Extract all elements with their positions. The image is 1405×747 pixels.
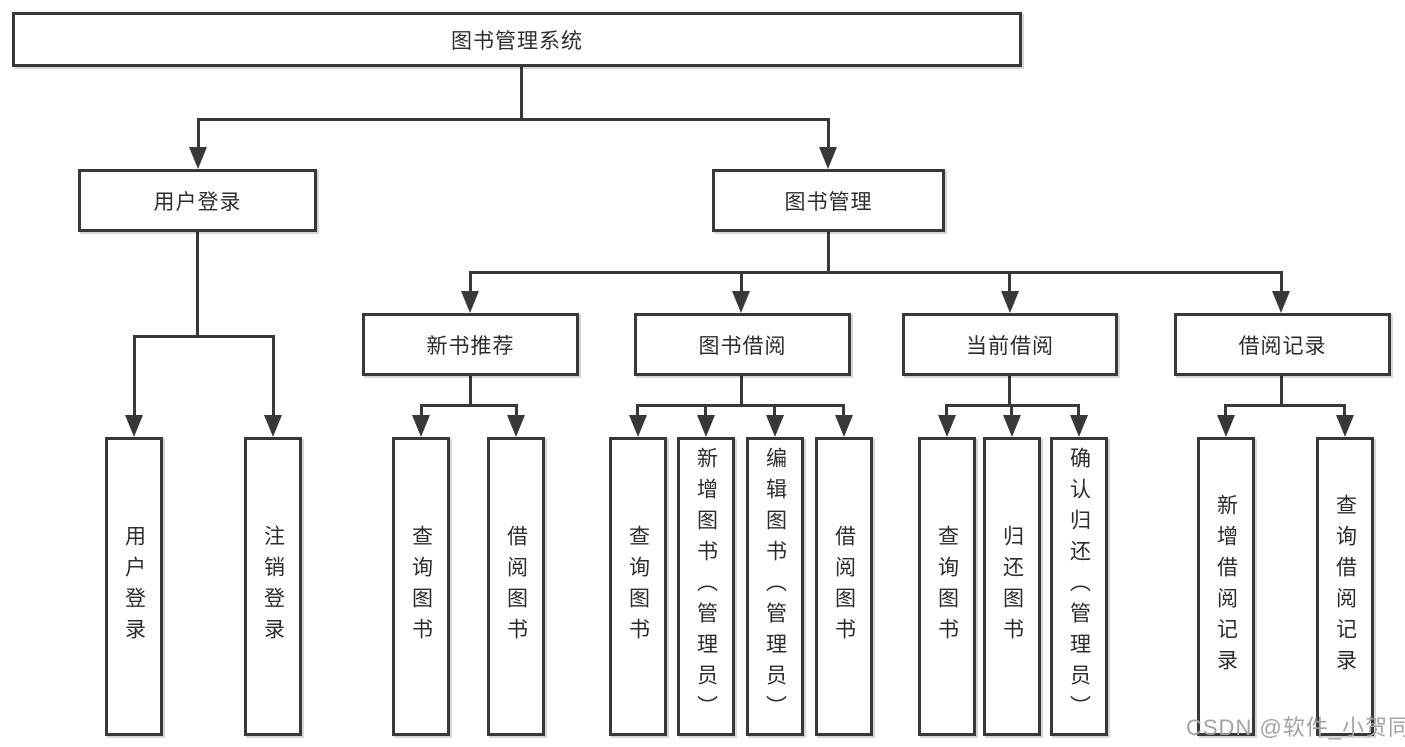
connector-stem [420, 404, 423, 417]
arrow-down-icon [697, 415, 715, 437]
arrow-down-icon [819, 147, 837, 169]
connector-stem [133, 335, 136, 418]
arrow-down-icon [1217, 415, 1235, 437]
arrow-down-icon [1070, 415, 1088, 437]
arrow-down-icon [629, 415, 647, 437]
arrow-down-icon [938, 415, 956, 437]
leaf-record-add: 新增借阅记录 [1197, 437, 1255, 736]
connector-stem [704, 404, 707, 417]
leaf-borrow-query: 查询图书 [609, 437, 667, 736]
arrow-down-icon [507, 415, 525, 437]
node-new-book: 新书推荐 [362, 313, 579, 376]
connector-new-book-stem [469, 374, 472, 406]
connector-stem [740, 271, 743, 293]
connector-book-borrow-stem [740, 374, 743, 406]
connector-level2-branch [197, 118, 830, 121]
connector-borrow-record-branch [1224, 404, 1346, 407]
connector-stem [773, 404, 776, 417]
arrow-down-icon [189, 147, 207, 169]
node-book-borrow: 图书借阅 [634, 313, 851, 376]
connector-stem [515, 404, 518, 417]
leaf-borrow-do: 借阅图书 [815, 437, 873, 736]
connector-new-book-branch [420, 404, 517, 407]
arrow-down-icon [264, 415, 282, 437]
leaf-record-query: 查询借阅记录 [1316, 437, 1374, 736]
connector-current-borrow-stem [1008, 374, 1011, 406]
connector-stem [1343, 404, 1346, 417]
arrow-down-icon [1336, 415, 1354, 437]
leaf-current-return: 归还图书 [983, 437, 1041, 736]
arrow-down-icon [412, 415, 430, 437]
connector-stem [636, 404, 639, 417]
node-root: 图书管理系统 [12, 12, 1022, 67]
connector-stem [827, 118, 830, 149]
leaf-current-confirm: 确认归还（管理员） [1050, 437, 1108, 736]
node-book-mgmt: 图书管理 [712, 169, 945, 232]
arrow-down-icon [835, 415, 853, 437]
connector-root-stem [520, 65, 523, 120]
arrow-down-icon [461, 291, 479, 313]
connector-stem [1224, 404, 1227, 417]
connector-borrow-record-stem [1280, 374, 1283, 406]
leaf-newbook-borrow: 借阅图书 [487, 437, 545, 736]
leaf-current-query: 查询图书 [918, 437, 976, 736]
connector-stem [842, 404, 845, 417]
connector-stem [197, 118, 200, 149]
leaf-logout: 注销登录 [244, 437, 302, 736]
arrow-down-icon [1003, 415, 1021, 437]
connector-stem [1280, 271, 1283, 293]
node-borrow-record: 借阅记录 [1174, 313, 1391, 376]
leaf-borrow-edit: 编辑图书（管理员） [746, 437, 804, 736]
connector-user-login-stem [196, 230, 199, 337]
connector-user-login-branch [133, 335, 275, 338]
arrow-down-icon [125, 415, 143, 437]
leaf-user-login: 用户登录 [105, 437, 163, 736]
arrow-down-icon [766, 415, 784, 437]
connector-level3-branch [469, 271, 1283, 274]
leaf-borrow-add: 新增图书（管理员） [677, 437, 735, 736]
connector-stem [272, 335, 275, 418]
connector-book-borrow-branch [636, 404, 845, 407]
connector-stem [1008, 271, 1011, 293]
node-user-login: 用户登录 [78, 169, 317, 232]
watermark: CSDN @软件_小贺同学 [1186, 715, 1405, 740]
connector-stem [469, 271, 472, 293]
arrow-down-icon [732, 291, 750, 313]
leaf-newbook-query: 查询图书 [392, 437, 450, 736]
connector-stem [1010, 404, 1013, 417]
connector-stem [1077, 404, 1080, 417]
connector-book-mgmt-stem [827, 231, 830, 272]
arrow-down-icon [1272, 291, 1290, 313]
arrow-down-icon [1001, 291, 1019, 313]
node-current-borrow: 当前借阅 [902, 313, 1118, 376]
connector-stem [945, 404, 948, 417]
